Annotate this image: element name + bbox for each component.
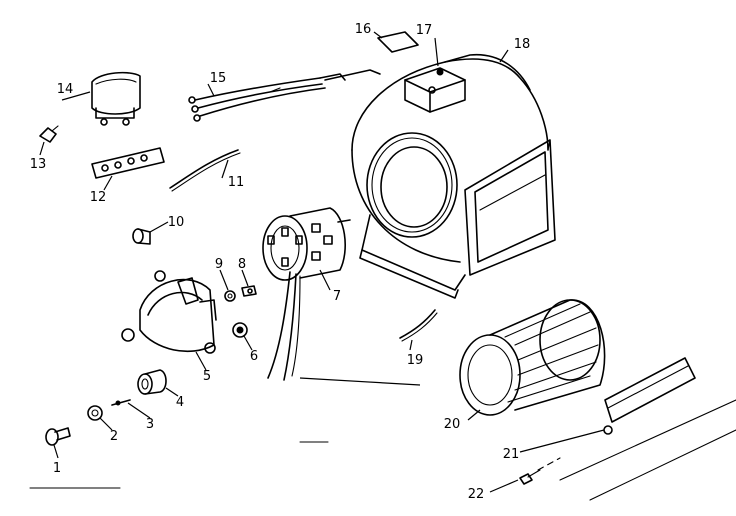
callout-14: 14 [57, 82, 74, 97]
nut-8[interactable] [241, 285, 257, 297]
washer-6[interactable] [232, 322, 248, 338]
screw-1[interactable] [45, 427, 71, 446]
callout-7: 7 [333, 289, 341, 304]
callout-17: 17 [416, 23, 433, 38]
blower-wheel[interactable] [459, 299, 606, 416]
cover-plate[interactable] [377, 31, 419, 53]
callout-1: 1 [53, 461, 61, 476]
washer-9[interactable] [224, 290, 236, 302]
wire-19[interactable] [399, 309, 438, 342]
terminal-board[interactable] [91, 147, 165, 179]
callout-21: 21 [503, 447, 520, 462]
spacer[interactable] [137, 369, 167, 395]
wire-11[interactable] [169, 149, 241, 192]
callout-22: 22 [468, 487, 485, 502]
callout-2: 2 [110, 429, 118, 444]
blower-motor[interactable] [262, 207, 351, 381]
cutoff-plate[interactable] [603, 357, 696, 435]
grommet[interactable] [132, 228, 151, 245]
capacitor[interactable] [91, 71, 141, 126]
callout-12: 12 [90, 190, 107, 205]
fitting[interactable] [39, 125, 59, 143]
wiring-harness[interactable] [188, 69, 381, 122]
callout-9: 9 [215, 257, 223, 272]
washer-2[interactable] [87, 405, 103, 421]
callout-10: 10 [168, 215, 185, 230]
callout-4: 4 [176, 395, 184, 410]
callout-20: 20 [444, 417, 461, 432]
callout-15: 15 [210, 71, 227, 86]
callout-13: 13 [30, 157, 47, 172]
callout-labels: 1 2 3 4 5 6 7 8 9 10 11 12 13 14 15 16 1… [30, 22, 531, 502]
callout-5: 5 [203, 369, 211, 384]
callout-6: 6 [250, 349, 258, 364]
blower-housing[interactable] [351, 53, 556, 299]
callout-19: 19 [407, 353, 424, 368]
control-box[interactable] [404, 67, 466, 113]
callout-16: 16 [355, 22, 372, 37]
leader-lines [29, 31, 736, 501]
pin[interactable] [111, 399, 131, 406]
mounting-band[interactable] [121, 270, 217, 354]
callout-3: 3 [146, 417, 154, 432]
callout-11: 11 [228, 175, 245, 190]
callout-8: 8 [238, 257, 246, 272]
callout-18: 18 [514, 37, 531, 52]
screw-22[interactable] [519, 469, 541, 485]
